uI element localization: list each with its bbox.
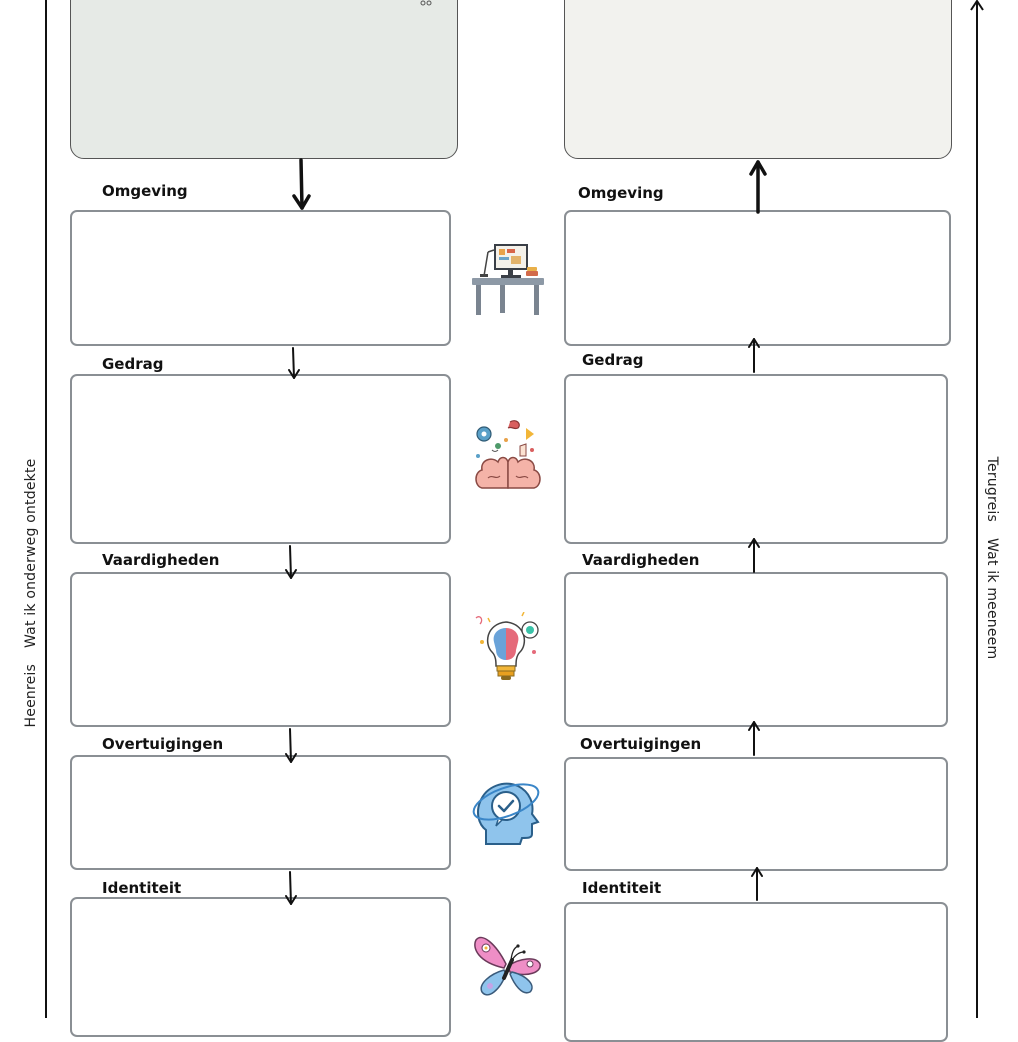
arrow-up-5 bbox=[751, 867, 763, 901]
right-box-overtuigingen[interactable] bbox=[564, 757, 948, 871]
top-right-box[interactable] bbox=[564, 0, 952, 159]
arrow-down-4 bbox=[285, 728, 297, 763]
right-label-identiteit: Identiteit bbox=[582, 879, 662, 897]
right-label-omgeving: Omgeving bbox=[578, 184, 664, 202]
right-box-gedrag[interactable] bbox=[564, 374, 948, 544]
left-border-line bbox=[45, 0, 47, 1018]
left-label-omgeving: Omgeving bbox=[102, 182, 188, 200]
left-label-vaardigheden: Vaardigheden bbox=[102, 551, 220, 569]
arrow-down-2 bbox=[288, 347, 300, 379]
arrow-down-1 bbox=[292, 158, 311, 210]
left-label-overtuigingen: Overtuigingen bbox=[102, 735, 224, 753]
right-border-arrowhead bbox=[970, 0, 984, 11]
scissors-icon bbox=[420, 0, 432, 6]
arrow-down-3 bbox=[285, 545, 297, 579]
right-box-omgeving[interactable] bbox=[564, 210, 951, 346]
arrow-up-3 bbox=[748, 538, 760, 573]
left-box-omgeving[interactable] bbox=[70, 210, 451, 346]
arrow-down-5 bbox=[285, 871, 297, 905]
left-box-overtuigingen[interactable] bbox=[70, 755, 451, 870]
arrow-up-2 bbox=[748, 338, 760, 373]
right-label-gedrag: Gedrag bbox=[582, 351, 644, 369]
top-left-box[interactable] bbox=[70, 0, 458, 159]
right-border-line bbox=[976, 2, 978, 1018]
right-label-overtuigingen: Overtuigingen bbox=[580, 735, 702, 753]
left-box-vaardigheden[interactable] bbox=[70, 572, 451, 727]
head-checkmark-icon bbox=[472, 782, 540, 845]
left-label-gedrag: Gedrag bbox=[102, 355, 164, 373]
flow-arrows bbox=[285, 158, 767, 905]
left-box-gedrag[interactable] bbox=[70, 374, 451, 544]
right-label-vaardigheden: Vaardigheden bbox=[582, 551, 700, 569]
butterfly-icon bbox=[474, 936, 541, 996]
desk-computer-icon bbox=[472, 244, 544, 315]
left-label-identiteit: Identiteit bbox=[102, 879, 182, 897]
left-box-identiteit[interactable] bbox=[70, 897, 451, 1037]
lightbulb-brain-icon bbox=[475, 612, 539, 680]
brain-ideas-icon bbox=[475, 420, 541, 489]
arrow-up-1 bbox=[749, 160, 767, 214]
arrow-up-4 bbox=[748, 721, 760, 756]
